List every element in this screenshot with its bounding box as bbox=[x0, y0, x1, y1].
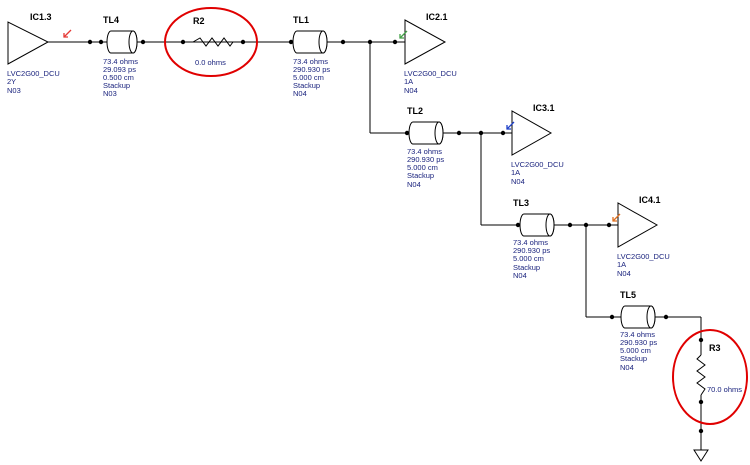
tl4-length: 0.500 cm bbox=[103, 73, 134, 82]
tl3-transmission-line[interactable]: TL3 73.4 ohms 290.930 ps 5.000 cm Stacku… bbox=[513, 198, 555, 280]
tl2-net: N04 bbox=[407, 180, 421, 189]
probe-arrow-icon bbox=[63, 29, 72, 38]
ic3-1-line-1: LVC2G00_DCU bbox=[511, 160, 564, 169]
tl4-delay: 29.093 ps bbox=[103, 65, 136, 74]
ic3-1-line-3: N04 bbox=[511, 177, 525, 186]
tl1-name: TL1 bbox=[293, 15, 309, 25]
ic2-1-line-3: N04 bbox=[404, 86, 418, 95]
ic4-1-buffer[interactable]: IC4.1 LVC2G00_DCU 1A N04 bbox=[612, 195, 670, 278]
ic4-1-line-3: N04 bbox=[617, 269, 631, 278]
tl5-net: N04 bbox=[620, 363, 634, 372]
tl4-name: TL4 bbox=[103, 15, 119, 25]
r3-name: R3 bbox=[709, 343, 721, 353]
ic2-1-line-2: 1A bbox=[404, 77, 413, 86]
ic1-3-line-2: 2Y bbox=[7, 77, 16, 86]
tl2-impedance: 73.4 ohms bbox=[407, 147, 442, 156]
tl1-stackup: Stackup bbox=[293, 81, 320, 90]
ic2-1-buffer[interactable]: IC2.1 LVC2G00_DCU 1A N04 bbox=[399, 12, 457, 95]
r2-resistor[interactable]: R2 0.0 ohms bbox=[192, 16, 234, 67]
ic4-1-line-1: LVC2G00_DCU bbox=[617, 252, 670, 261]
tl5-transmission-line[interactable]: TL5 73.4 ohms 290.930 ps 5.000 cm Stacku… bbox=[620, 290, 657, 372]
tl1-net: N04 bbox=[293, 89, 307, 98]
ic4-1-name: IC4.1 bbox=[639, 195, 661, 205]
tl3-name: TL3 bbox=[513, 198, 529, 208]
r3-value: 70.0 ohms bbox=[707, 385, 742, 394]
tl2-name: TL2 bbox=[407, 106, 423, 116]
tl1-length: 5.000 cm bbox=[293, 73, 324, 82]
tl1-impedance: 73.4 ohms bbox=[293, 57, 328, 66]
tl4-impedance: 73.4 ohms bbox=[103, 57, 138, 66]
tl2-stackup: Stackup bbox=[407, 171, 434, 180]
tl3-impedance: 73.4 ohms bbox=[513, 238, 548, 247]
ic2-1-line-1: LVC2G00_DCU bbox=[404, 69, 457, 78]
tl4-net: N03 bbox=[103, 89, 117, 98]
tl5-name: TL5 bbox=[620, 290, 636, 300]
ic1-3-line-1: LVC2G00_DCU bbox=[7, 69, 60, 78]
tl4-transmission-line[interactable]: TL4 73.4 ohms 29.093 ps 0.500 cm Stackup… bbox=[103, 15, 138, 98]
wires bbox=[48, 41, 702, 450]
probe-arrow-icon bbox=[506, 121, 515, 130]
tl1-delay: 290.930 ps bbox=[293, 65, 330, 74]
ic3-1-name: IC3.1 bbox=[533, 103, 555, 113]
ic1-3-line-3: N03 bbox=[7, 86, 21, 95]
ic2-1-name: IC2.1 bbox=[426, 12, 448, 22]
r2-value: 0.0 ohms bbox=[195, 58, 226, 67]
r3-resistor[interactable]: R3 70.0 ohms bbox=[696, 343, 742, 396]
r2-highlight-circle bbox=[164, 7, 258, 77]
ic4-1-line-2: 1A bbox=[617, 260, 626, 269]
r2-name: R2 bbox=[193, 16, 205, 26]
r3-highlight-circle bbox=[672, 329, 748, 425]
tl4-stackup: Stackup bbox=[103, 81, 130, 90]
probe-arrow-icon bbox=[399, 30, 408, 39]
ic1-3-name: IC1.3 bbox=[30, 12, 52, 22]
tl1-transmission-line[interactable]: TL1 73.4 ohms 290.930 ps 5.000 cm Stacku… bbox=[292, 15, 330, 98]
tl5-stackup: Stackup bbox=[620, 354, 647, 363]
ic1-3-buffer[interactable]: IC1.3 LVC2G00_DCU 2Y N03 bbox=[7, 12, 72, 95]
ic3-1-line-2: 1A bbox=[511, 168, 520, 177]
tl3-delay: 290.930 ps bbox=[513, 246, 550, 255]
tl2-delay: 290.930 ps bbox=[407, 155, 444, 164]
junction-dots bbox=[87, 39, 704, 434]
tl3-length: 5.000 cm bbox=[513, 254, 544, 263]
tl3-stackup: Stackup bbox=[513, 263, 540, 272]
tl5-length: 5.000 cm bbox=[620, 346, 651, 355]
ic3-1-buffer[interactable]: IC3.1 LVC2G00_DCU 1A N04 bbox=[506, 103, 564, 186]
tl5-impedance: 73.4 ohms bbox=[620, 330, 655, 339]
tl3-net: N04 bbox=[513, 271, 527, 280]
tl2-length: 5.000 cm bbox=[407, 163, 438, 172]
tl5-delay: 290.930 ps bbox=[620, 338, 657, 347]
ground-icon bbox=[693, 449, 709, 462]
tl2-transmission-line[interactable]: TL2 73.4 ohms 290.930 ps 5.000 cm Stacku… bbox=[407, 106, 444, 189]
probe-arrow-icon bbox=[612, 213, 621, 222]
